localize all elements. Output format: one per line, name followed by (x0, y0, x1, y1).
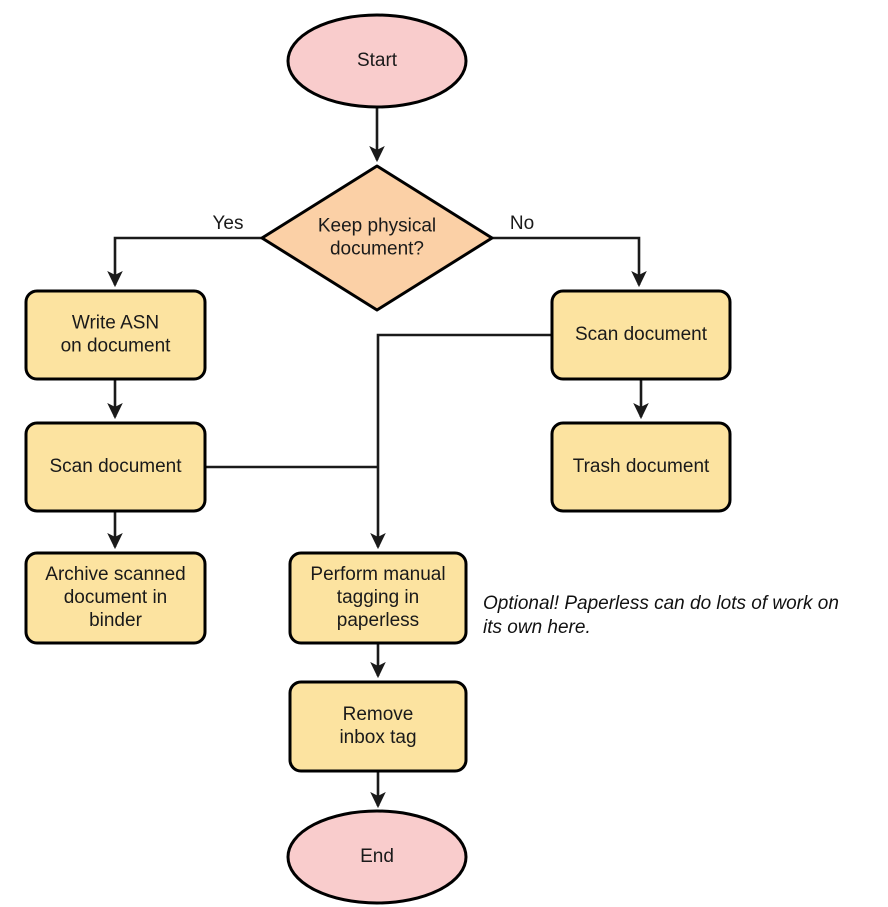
process-shape-manual-tagging (288, 551, 468, 645)
terminal-shape-end (286, 809, 468, 905)
process-shape-scan-document-left (24, 421, 207, 513)
edge-labels-layer: Yes No (213, 213, 535, 234)
node-label-start: Start (357, 50, 398, 71)
node-label-end: End (360, 846, 394, 867)
process-shape-trash-document (550, 421, 732, 513)
process-shape-archive-binder (24, 551, 207, 645)
edge-scan-right-to-tagging (370, 333, 552, 550)
annotations-layer: Optional! Paperless can do lots of work … (483, 593, 839, 638)
node-label-trash-document: Trash document (573, 456, 710, 477)
annotation-optional-note: Optional! Paperless can do lots of work … (483, 593, 839, 638)
node-scan-document-right[interactable]: Scan document (550, 289, 732, 381)
edges-layer (107, 107, 649, 809)
process-shape-scan-document-right (550, 289, 732, 381)
node-start[interactable]: Start (286, 13, 468, 109)
node-label-scan-document-right: Scan document (575, 324, 708, 345)
process-shape-write-asn (24, 289, 207, 381)
edge-label-no-label: No (510, 213, 534, 234)
edge-label-yes-label: Yes (213, 213, 244, 234)
terminal-shape-start (286, 13, 468, 109)
edge-decision-yes (107, 236, 262, 288)
node-scan-document-left[interactable]: Scan document (24, 421, 207, 513)
process-shape-remove-inbox-tag (288, 680, 468, 773)
decision-shape-keep-physical (260, 164, 494, 312)
node-label-scan-document-left: Scan document (49, 456, 182, 477)
node-trash-document[interactable]: Trash document (550, 421, 732, 513)
edge-decision-no (492, 236, 647, 288)
node-end[interactable]: End (286, 809, 468, 905)
